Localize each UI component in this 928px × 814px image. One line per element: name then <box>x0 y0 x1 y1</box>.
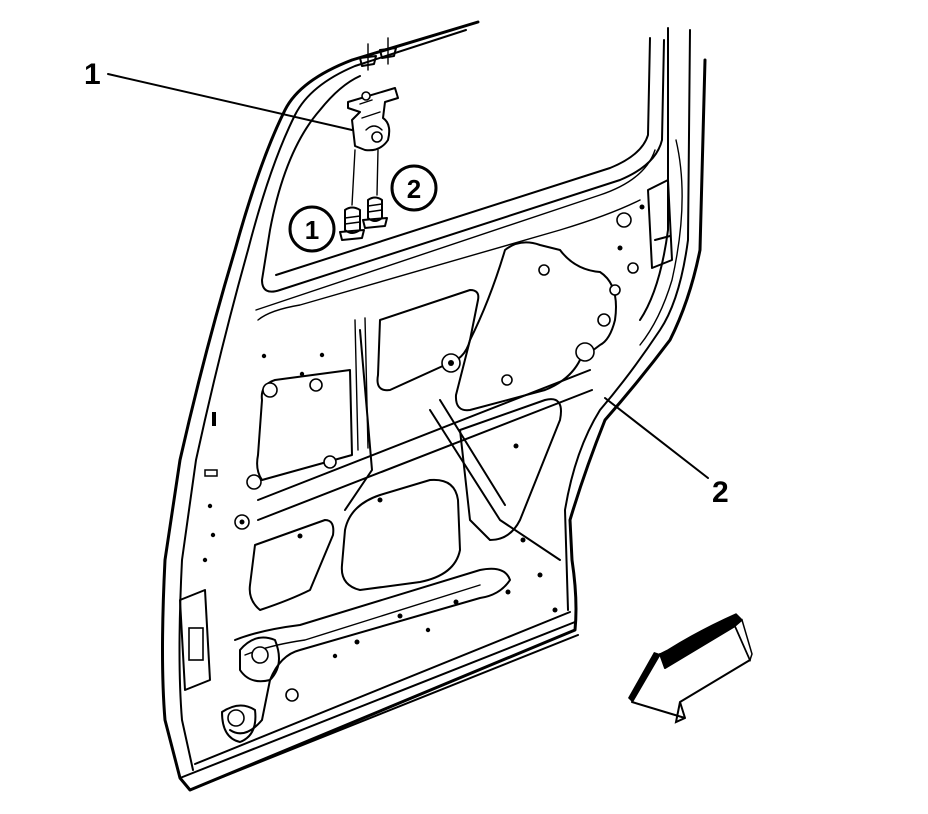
step-marker-1: 1 <box>288 205 336 253</box>
right-flange <box>639 139 683 346</box>
right-hinge-plate <box>647 179 673 269</box>
lower-rail-inner <box>244 584 481 656</box>
lower-bolt-left <box>339 206 365 241</box>
step-marker-2: 2 <box>390 164 438 212</box>
lower-pocket-a <box>239 636 280 683</box>
callout-2-label: 2 <box>712 476 729 509</box>
lower-left-cutout <box>248 519 335 611</box>
window-frame-inner <box>255 149 656 311</box>
lower-pocket-b <box>221 704 257 743</box>
reinforcement-beam <box>257 329 593 561</box>
upper-bolt-right <box>379 37 397 65</box>
upper-cutout <box>376 289 480 392</box>
panel-slots <box>202 204 645 659</box>
door-bottom-edge <box>179 611 579 791</box>
callout-2: 2 <box>604 397 729 509</box>
center-lower-cutout <box>340 478 461 591</box>
check-link-bracket <box>347 87 399 152</box>
door-right-edge <box>564 27 691 611</box>
window-opening <box>261 37 665 293</box>
callout-1-label: 1 <box>84 58 101 91</box>
step-marker-1-label: 1 <box>305 215 319 245</box>
front-direction-arrow-icon <box>628 613 753 724</box>
right-lower-cutout <box>459 398 562 541</box>
lower-rail <box>229 567 511 735</box>
callout-1: 1 <box>84 58 353 131</box>
door-outer-edge-inner <box>178 29 467 771</box>
belt-line <box>257 199 641 321</box>
door-inner-panel <box>161 20 707 792</box>
step-marker-2-label: 2 <box>407 174 421 204</box>
mounting-holes <box>227 212 639 727</box>
mounting-bolts <box>339 37 397 241</box>
upper-bolt-left <box>359 43 377 71</box>
latch-pocket <box>179 589 211 691</box>
door-outer-edge <box>161 20 707 792</box>
lower-bolt-right <box>362 196 388 229</box>
latch-slot <box>188 627 204 661</box>
vertical-channel <box>354 317 369 451</box>
large-cutout <box>454 241 617 412</box>
